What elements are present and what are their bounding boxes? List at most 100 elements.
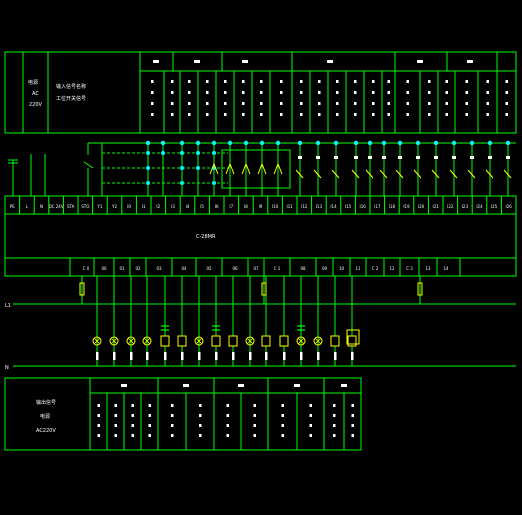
legend-glyph: [171, 434, 174, 437]
legend-glyph: [199, 404, 202, 407]
legend-glyph: [333, 424, 336, 427]
plc-input-terminal-label: I22: [447, 204, 454, 209]
plc-output-terminal-label: 10: [339, 266, 345, 271]
load-tag: [265, 352, 268, 360]
input-sub: 工位开关信号: [56, 95, 86, 102]
load-tag: [334, 352, 337, 360]
junction-node: [212, 151, 216, 155]
junction-node: [179, 140, 185, 146]
switch-tag: [452, 156, 456, 159]
legend-glyph: [260, 113, 263, 116]
junction-node: [180, 166, 184, 170]
legend-glyph: [226, 424, 229, 427]
legend-glyph: [97, 404, 100, 407]
legend-glyph: [171, 113, 174, 116]
fuse: [417, 282, 423, 296]
relay-coil: [160, 335, 170, 347]
legend-glyph: [505, 91, 508, 94]
plc-input-terminal-label: I11: [287, 204, 294, 209]
legend-glyph: [505, 80, 508, 83]
plc-input-terminal-label: I13: [316, 204, 323, 209]
relay-coil: [177, 335, 187, 347]
legend-glyph: [97, 424, 100, 427]
switch-tag: [334, 156, 338, 159]
load-tag: [215, 352, 218, 360]
legend-glyph: [281, 424, 284, 427]
plc-input-terminal-label: I15: [345, 204, 352, 209]
legend-glyph: [114, 434, 117, 437]
plc-input-terminal-label: STO: [81, 204, 89, 209]
legend-header-glyph: [327, 60, 333, 63]
legend-glyph: [97, 434, 100, 437]
legend-glyph: [333, 434, 336, 437]
legend-glyph: [199, 424, 202, 427]
junction-node: [180, 181, 184, 185]
limit-switch: [257, 162, 267, 175]
switch-tag: [368, 156, 372, 159]
junction-node: [146, 166, 150, 170]
legend-glyph: [387, 113, 390, 116]
legend-glyph: [336, 80, 339, 83]
plc-input-terminal-label: I0: [127, 204, 131, 209]
volt-label: 220V: [29, 102, 43, 108]
bottom-supply-sub: 电源: [40, 413, 50, 420]
legend-glyph: [188, 102, 191, 105]
legend-glyph: [486, 102, 489, 105]
switch-tag: [416, 156, 420, 159]
switch-contact: [467, 169, 476, 179]
legend-header-glyph: [194, 60, 200, 63]
legend-glyph: [199, 434, 202, 437]
legend-glyph: [406, 102, 409, 105]
plc-output-terminal-label: C 2: [372, 266, 379, 271]
legend-glyph: [280, 102, 283, 105]
legend-glyph: [351, 434, 354, 437]
fuse: [79, 282, 85, 296]
switch-tag: [316, 156, 320, 159]
legend-glyph: [309, 434, 312, 437]
junction-node: [161, 151, 165, 155]
junction-node: [196, 166, 200, 170]
junction-node: [433, 140, 439, 146]
switch-group-frame: [221, 149, 291, 189]
plc-input-terminal-label: I19: [403, 204, 410, 209]
legend-glyph: [333, 414, 336, 417]
limit-switch: [273, 162, 283, 175]
relay-coil: [279, 335, 289, 347]
legend-glyph: [505, 102, 508, 105]
limit-switch: [209, 162, 219, 175]
legend-glyph: [387, 80, 390, 83]
junction-node: [259, 140, 265, 146]
load-tag: [317, 352, 320, 360]
legend-glyph: [171, 404, 174, 407]
bottom-supply-title: 输出信号: [36, 399, 56, 406]
indicator-lamp: [142, 336, 152, 346]
legend-glyph: [224, 80, 227, 83]
indicator-lamp: [296, 336, 306, 346]
legend-glyph: [486, 113, 489, 116]
load-tag: [249, 352, 252, 360]
fuse: [261, 282, 267, 296]
switch-tag: [488, 156, 492, 159]
legend-header-glyph: [121, 384, 127, 387]
legend-header-glyph: [183, 384, 189, 387]
load-tag: [181, 352, 184, 360]
plc-input-terminal-label: STA: [67, 204, 75, 209]
junction-node: [297, 140, 303, 146]
plc-input-terminal-label: I16: [360, 204, 367, 209]
legend-glyph: [148, 434, 151, 437]
legend-glyph: [131, 424, 134, 427]
junction-node: [469, 140, 475, 146]
load-tag: [198, 352, 201, 360]
indicator-lamp: [313, 336, 323, 346]
plc-output-terminal-label: 12: [389, 266, 395, 271]
switch-contact: [379, 169, 388, 179]
plc-output-terminal-label: C 0: [83, 266, 90, 271]
plc-output-terminal-label: 09: [322, 266, 328, 271]
legend-glyph: [226, 414, 229, 417]
legend-glyph: [354, 113, 357, 116]
legend-glyph: [260, 91, 263, 94]
legend-glyph: [465, 102, 468, 105]
plc-input-terminal-label: I9: [259, 204, 263, 209]
